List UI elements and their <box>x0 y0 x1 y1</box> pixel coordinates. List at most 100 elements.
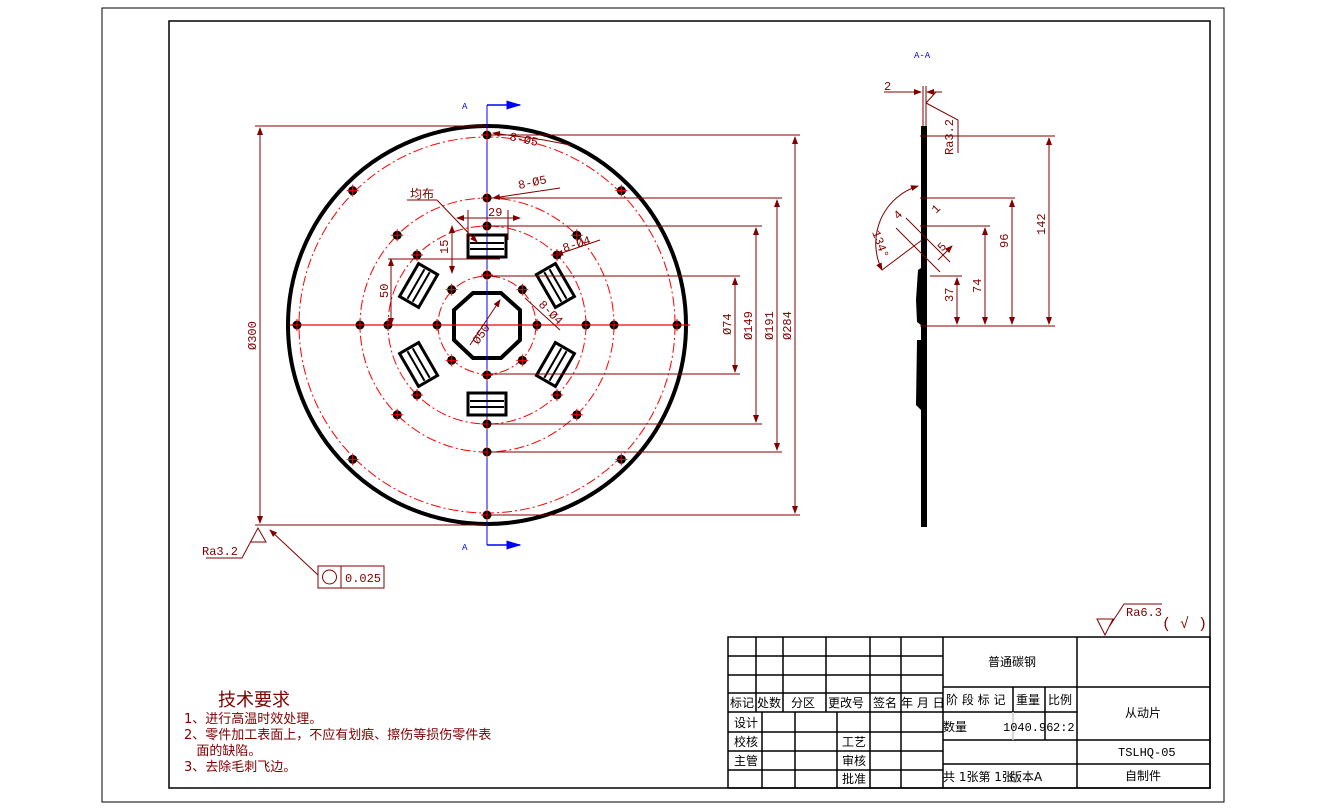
hole-center-mark <box>431 319 443 331</box>
general-roughness-note: ( √ ) <box>1162 615 1207 633</box>
roughness-symbol-icon <box>206 526 267 559</box>
dim-diameter-191: Ø191 <box>763 311 777 340</box>
label-process: 工艺 <box>842 735 866 749</box>
dim-thickness: 2 <box>884 80 891 94</box>
center-bore <box>452 291 522 360</box>
spring-slot <box>397 340 440 389</box>
tech-req-item: 1、进行高温时效处理。 <box>184 711 322 727</box>
hole-center-mark <box>346 184 359 197</box>
tolerance-value: 0.025 <box>345 572 381 586</box>
dim-1: 1 <box>929 202 944 217</box>
hole-center-mark <box>580 319 592 331</box>
dim-slot-offset: 50 <box>378 284 392 298</box>
spring-slot <box>466 391 508 417</box>
hole-center-mark <box>551 389 564 402</box>
dim-slot-height: 15 <box>438 240 452 254</box>
hole-center-mark <box>291 319 303 331</box>
dim-angle: 134° <box>868 229 891 261</box>
header-count: 处数 <box>757 695 781 710</box>
hole-center-mark <box>531 319 543 331</box>
dim-diameter-74: Ø74 <box>721 313 735 335</box>
hole-center-mark <box>671 319 683 331</box>
label-approve: 批准 <box>842 771 866 786</box>
hole-center-mark <box>445 354 458 367</box>
hole-center-mark <box>516 283 529 296</box>
hole-center-mark <box>354 319 366 331</box>
dim-outer-diameter: Ø300 <box>246 321 260 350</box>
hole-center-mark <box>615 184 628 197</box>
hole-center-mark <box>410 389 423 402</box>
hole-center-mark <box>445 283 458 296</box>
dim-height-74: 74 <box>971 279 985 293</box>
label-check: 校核 <box>734 734 758 749</box>
general-roughness-icon <box>1096 603 1162 637</box>
tech-req-title: 技术要求 <box>218 690 290 711</box>
drawing-frame <box>168 20 1211 789</box>
dim-slot-width: 29 <box>488 206 502 220</box>
header-signature: 签名 <box>873 695 897 710</box>
tolerance-frame <box>317 565 385 589</box>
spring-slot <box>397 261 440 310</box>
hole-center-mark <box>391 229 404 242</box>
tolerance-leader <box>269 529 319 576</box>
spring-slot <box>534 261 577 310</box>
label-review: 审核 <box>842 753 866 768</box>
dim-5: 5 <box>935 240 950 255</box>
dim-holes-mid: 8-Ø5 <box>517 173 548 193</box>
dimension-lines <box>255 125 800 526</box>
quantity-label: 数量 <box>943 719 967 734</box>
weight-value: 1040.96 <box>1003 721 1053 735</box>
hole-center-mark <box>391 408 404 421</box>
front-roughness: Ra3.2 <box>202 545 238 559</box>
front-view: A A Ø300 Ø284 Ø191 <box>202 100 800 589</box>
title-block: 标记 处数 分区 更改号 签名 年 月 日 设计 校核 主管 工艺 审核 批准 … <box>727 636 1211 789</box>
part-name: 从动片 <box>1125 706 1161 720</box>
dim-holes-inner: 8-Ø4 <box>561 234 593 256</box>
hole-center-mark <box>481 369 493 381</box>
hole-center-mark <box>570 408 583 421</box>
spring-slot <box>466 233 508 259</box>
sheet-count: 共 1张第 1张 <box>943 770 1014 784</box>
hole-center-mark <box>570 229 583 242</box>
source: 自制件 <box>1125 769 1161 783</box>
section-label-top: A <box>462 102 468 112</box>
uniform-note: 均布 <box>410 187 434 202</box>
hole-center-mark <box>382 319 394 331</box>
section-view: A-A 2 Ra3.2 142 96 74 37 134° 4 1 <box>868 51 1055 527</box>
tech-req-item: 面的缺陷。 <box>184 743 261 759</box>
drawing-number: TSLHQ-05 <box>1118 746 1176 760</box>
header-zone: 分区 <box>791 696 815 710</box>
circularity-icon <box>322 569 337 585</box>
sheet-border <box>101 7 1225 803</box>
dim-height-96: 96 <box>998 234 1012 248</box>
section-roughness: Ra3.2 <box>943 119 957 155</box>
header-change-no: 更改号 <box>828 696 864 710</box>
scale-value: 2:2 <box>1053 721 1075 735</box>
dim-holes-outer: 8-Ø5 <box>508 130 539 150</box>
dim-height-37: 37 <box>943 288 957 302</box>
scale-label: 比例 <box>1048 693 1072 707</box>
hole-center-mark <box>608 319 620 331</box>
spring-slot <box>534 340 577 389</box>
dim-4: 4 <box>891 208 906 223</box>
general-roughness-value: Ra6.3 <box>1126 606 1162 620</box>
hole-center-mark <box>615 453 628 466</box>
section-label-bottom: A <box>462 543 468 553</box>
weight-label: 重量 <box>1016 693 1040 707</box>
hole-center-mark <box>346 453 359 466</box>
dim-diameter-149: Ø149 <box>742 311 756 340</box>
dim-height-142: 142 <box>1035 213 1049 235</box>
material: 普通碳钢 <box>988 655 1036 669</box>
version: 版本A <box>1010 770 1043 784</box>
tech-req-item: 2、零件加工表面上，不应有划痕、擦伤等损伤零件表 <box>184 727 491 743</box>
stage-label: 阶 段 标 记 <box>946 692 1005 707</box>
tech-req-item: 3、去除毛刺飞边。 <box>184 760 296 775</box>
section-title: A-A <box>914 51 931 61</box>
label-supervisor: 主管 <box>734 753 758 768</box>
hole-center-mark <box>516 354 529 367</box>
hole-center-mark <box>481 269 493 281</box>
dim-diameter-284: Ø284 <box>781 311 795 340</box>
label-design: 设计 <box>734 716 758 730</box>
header-date: 年 月 日 <box>901 696 945 710</box>
